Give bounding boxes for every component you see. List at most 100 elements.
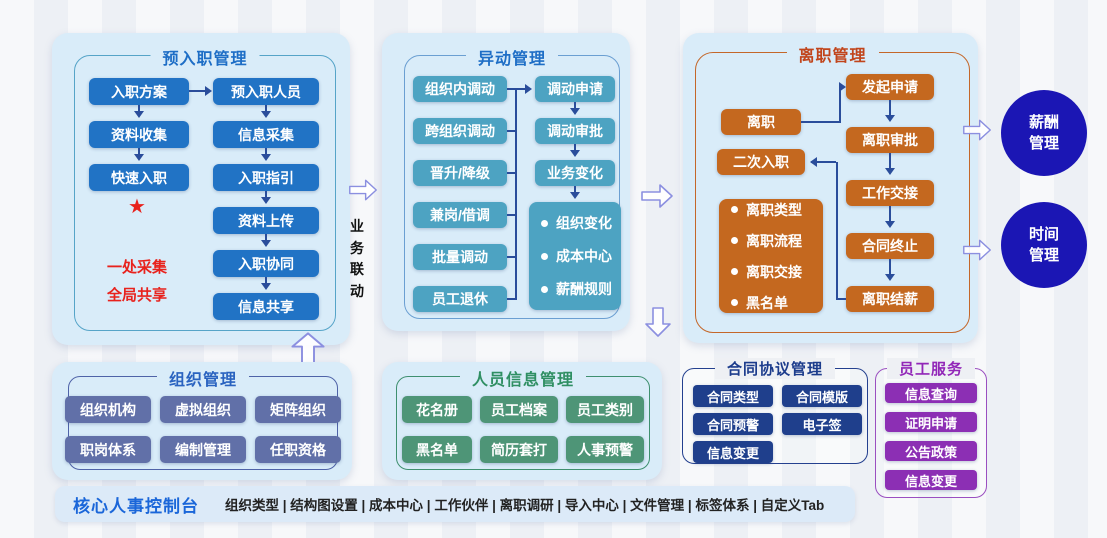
flow-node: 离职 [721,109,801,135]
console-bar: 核心人事控制台 组织类型 | 结构图设置 | 成本中心 | 工作伙伴 | 离职调… [55,486,855,522]
panel-title: 组织管理 [156,366,250,390]
module-chip: 公告政策 [885,441,977,461]
star-icon: ★ [128,196,146,218]
arrow-down-icon [569,102,581,118]
console-title: 核心人事控制台 [73,496,199,516]
pre-left-column: 入职方案 资料收集 快速入职 [89,78,189,191]
bullet-label: 离职类型 [746,201,802,218]
compensation-circle: 薪酬管理 [1001,90,1087,176]
flow-node: 信息采集 [213,121,319,148]
module-chip: 黑名单 [402,436,472,463]
pre-right-column: 预入职人员 信息采集 入职指引 资料上传 入职协同 信息共享 [213,78,319,320]
module-chip: 员工档案 [480,396,558,423]
flow-node: 合同终止 [846,233,934,259]
flow-node: 工作交接 [846,180,934,206]
arrow-down-icon [133,105,145,121]
flow-arrow-right-icon [962,117,992,143]
bullet-dot-icon [541,219,548,227]
time-circle: 时间管理 [1001,202,1087,288]
arrow-down-icon [884,100,896,127]
circle-label: 时间管理 [1028,226,1059,264]
bullet-label: 薪酬规则 [556,281,612,297]
flow-arrow-right-icon [640,182,674,210]
transfer-left-column: 组织内调动 跨组织调动 晋升/降级 兼岗/借调 批量调动 员工退休 [413,76,507,312]
module-chip: 证明申请 [885,412,977,432]
flow-node: 发起申请 [846,74,934,100]
flow-node: 离职结薪 [846,286,934,312]
panel-resign: 离职管理 离职 二次入职 离职类型 离职流程 离职交接 黑名单 发起申请 离职审… [683,33,978,343]
connector-line [515,89,517,300]
flow-node: 员工退休 [413,286,507,312]
arrow-down-icon [260,191,272,207]
module-chip: 员工类别 [566,396,644,423]
flow-node: 兼岗/借调 [413,202,507,228]
connector-line [507,172,515,174]
panel-title: 预入职管理 [150,45,260,69]
panel-people-inner: 人员信息管理 花名册 员工档案 员工类别 黑名单 简历套打 人事预警 [396,366,650,470]
arrow-down-icon [133,148,145,164]
circle-label: 薪酬管理 [1028,114,1059,152]
contract-chip-row: 合同类型 合同模版 [693,385,862,407]
bullet-label: 成本中心 [556,248,612,264]
flow-node: 跨组织调动 [413,118,507,144]
panel-transfer: 异动管理 组织内调动 跨组织调动 晋升/降级 兼岗/借调 批量调动 员工退休 调… [382,33,630,331]
arrow-down-icon [884,206,896,233]
panel-title: 异动管理 [465,45,559,69]
module-chip: 合同类型 [693,385,773,407]
flow-node: 离职审批 [846,127,934,153]
resign-flow-column: 发起申请 离职审批 工作交接 合同终止 离职结薪 [846,74,934,312]
connector-line [801,121,839,123]
bullet-dot-icon [731,237,738,244]
bullet-label: 组织变化 [556,215,612,231]
panel-title: 离职管理 [786,42,879,66]
panel-resign-inner: 离职管理 离职 二次入职 离职类型 离职流程 离职交接 黑名单 发起申请 离职审… [695,42,970,333]
module-chip: 组织机构 [65,396,151,423]
bullet-label: 黑名单 [746,294,788,311]
flow-arrow-right-icon [348,177,378,203]
panel-pre-onboarding: 预入职管理 入职方案 资料收集 快速入职 预入职人员 信息采集 入职指引 资料上… [52,33,350,345]
bullet-item: 组织变化 [541,213,612,233]
module-chip: 花名册 [402,396,472,423]
bullet-dot-icon [731,206,738,213]
panel-pre-inner: 预入职管理 入职方案 资料收集 快速入职 预入职人员 信息采集 入职指引 资料上… [74,45,336,331]
module-chip: 信息查询 [885,383,977,403]
panel-title: 员工服务 [886,358,976,379]
linkage-label: 业务联动 [350,218,364,300]
arrow-down-icon [884,153,896,180]
module-chip: 人事预警 [566,436,644,463]
flow-arrow-down-icon [644,306,672,338]
resign-bullet-box: 离职类型 离职流程 离职交接 黑名单 [719,199,823,313]
bullet-item: 离职流程 [731,231,811,251]
module-chip: 信息变更 [693,441,773,463]
bullet-label: 离职流程 [746,232,802,249]
people-chip-row: 花名册 员工档案 员工类别 [397,396,649,423]
bullet-dot-icon [541,285,548,293]
people-chip-row: 黑名单 简历套打 人事预警 [397,436,649,463]
contract-chip-row: 信息变更 [693,441,773,463]
module-chip: 任职资格 [255,436,341,463]
bullet-item: 成本中心 [541,246,612,266]
bullet-dot-icon [731,299,738,306]
transfer-bullet-box: 组织变化 成本中心 薪酬规则 [529,202,621,310]
module-chip: 合同预警 [693,413,773,435]
module-chip: 电子签 [782,413,862,435]
console-menu-items: 组织类型 | 结构图设置 | 成本中心 | 工作伙伴 | 离职调研 | 导入中心… [225,498,825,513]
connector-line [507,298,515,300]
flow-node: 调动审批 [535,118,615,144]
flow-node: 晋升/降级 [413,160,507,186]
flow-node: 预入职人员 [213,78,319,105]
flow-node: 资料收集 [89,121,189,148]
org-chip-row: 职岗体系 编制管理 任职资格 [65,436,341,463]
module-chip: 职岗体系 [65,436,151,463]
arrow-down-icon [260,277,272,293]
flow-node: 入职方案 [89,78,189,105]
connector-line [839,87,841,123]
flow-node: 资料上传 [213,207,319,234]
flow-node: 业务变化 [535,160,615,186]
arrow-down-icon [884,259,896,286]
flow-arrow-up-icon [286,331,330,367]
arrow-left-icon [805,157,817,167]
panel-organization: 组织管理 组织机构 虚拟组织 矩阵组织 职岗体系 编制管理 任职资格 [52,362,352,480]
arrow-down-icon [569,186,581,202]
arrow-down-icon [260,148,272,164]
